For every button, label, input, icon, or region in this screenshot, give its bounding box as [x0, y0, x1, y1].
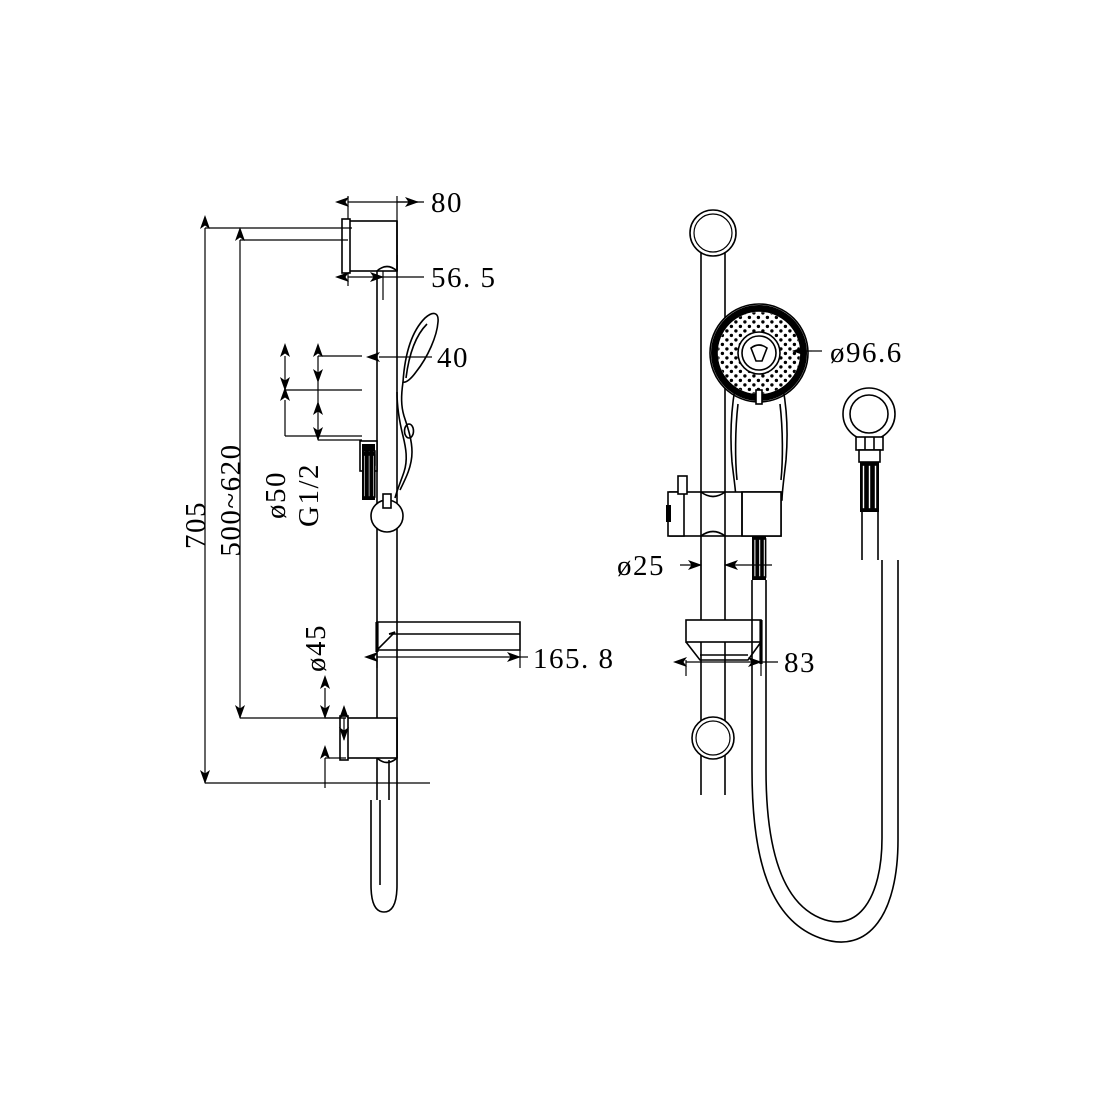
- rail-bottom-cap: [691, 716, 735, 760]
- top-wall-bracket: [341, 218, 398, 274]
- front-view-dimensions: [673, 346, 822, 676]
- front-view-group: [666, 209, 899, 943]
- soap-dish-side: [375, 621, 521, 652]
- soap-dish-front: [685, 619, 763, 664]
- hand-shower-side: [394, 312, 439, 499]
- side-view-group: [339, 218, 521, 913]
- hose-end-fitting: [842, 387, 896, 560]
- side-view-dimensions: [200, 196, 528, 788]
- adjustable-holder: [359, 440, 404, 533]
- shower-hose-side: [370, 760, 398, 913]
- hose-loop-front: [751, 560, 899, 943]
- hand-shower-front: [709, 303, 809, 521]
- bottom-wall-bracket: [339, 715, 398, 764]
- rail-top-cap: [689, 209, 737, 257]
- holder-clamp-front: [666, 475, 782, 580]
